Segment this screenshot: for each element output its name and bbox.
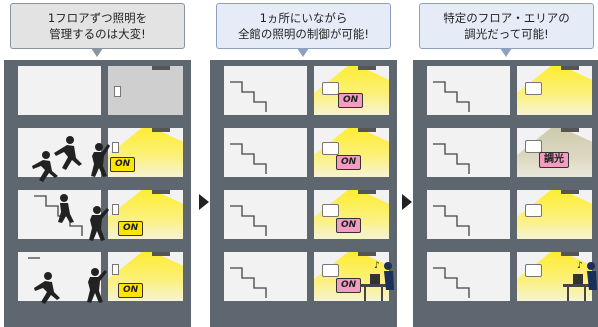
worker-at-desk-icon: ♪ [563, 261, 597, 301]
running-person-icon [34, 272, 60, 304]
office-room-lit: ON [108, 128, 183, 177]
bubble-text-line2: 管理するのは大変! [49, 27, 146, 41]
stair-room [18, 190, 101, 239]
building-cross-section: ON ON ON ON [210, 60, 397, 327]
speech-bubble-tail [297, 48, 309, 57]
ceiling-light-on [358, 128, 376, 132]
ceiling-light-on [358, 190, 376, 194]
stair-room [18, 66, 101, 115]
on-label: ON [118, 221, 144, 236]
wireless-receiver-icon [525, 82, 542, 95]
worker-at-desk-icon: ♪ [360, 261, 394, 301]
office-room-lit: ON [314, 66, 389, 115]
office-room-lit: ON [314, 190, 389, 239]
svg-text:♪: ♪ [374, 261, 380, 271]
office-room-lit: ON [108, 190, 183, 239]
svg-text:♪: ♪ [577, 261, 583, 271]
ceiling-light-on [152, 190, 170, 194]
wireless-receiver-icon [322, 204, 339, 217]
speech-bubble-tail [500, 48, 512, 57]
bubble-text-line1: 1ヵ所にいながら [259, 11, 348, 25]
office-room-dimmed: 調光 [517, 128, 592, 177]
ceiling-light-on [152, 252, 170, 256]
bubble-text-line1: 1フロアずつ照明を [47, 11, 148, 25]
panel-area-dimming: 特定のフロア・エリアの 調光だって可能! 調光 [413, 0, 598, 327]
on-label: ON [110, 157, 136, 172]
person-on-stairs-icon [58, 194, 74, 223]
speech-bubble-tail [91, 48, 103, 57]
wireless-receiver-icon [525, 140, 542, 153]
next-step-arrow-icon [199, 194, 209, 210]
on-label: ON [336, 218, 362, 233]
stairs-and-people-illustration [28, 136, 110, 304]
wall-switch-icon [112, 204, 119, 215]
on-label: ON [336, 155, 362, 170]
building-cross-section: ON ON ON [4, 60, 191, 327]
next-step-arrow-icon [402, 194, 412, 210]
office-room-lit: ON [314, 128, 389, 177]
speech-bubble: 特定のフロア・エリアの 調光だって可能! [419, 3, 594, 49]
ceiling-light-on [561, 252, 579, 256]
wireless-receiver-icon [525, 264, 542, 277]
person-pressing-switch-icon [91, 143, 110, 177]
wall-switch-icon [114, 86, 121, 97]
ceiling-light-on [358, 252, 376, 256]
stair-room [18, 252, 101, 301]
panel-floor-by-floor: 1フロアずつ照明を 管理するのは大変! ON ON [4, 0, 191, 327]
office-room-lit [517, 190, 592, 239]
wireless-receiver-icon [322, 142, 339, 155]
ceiling-light-on [561, 66, 579, 70]
stairs-and-worker-illustration: ♪ [230, 81, 394, 301]
wireless-receiver-icon [525, 204, 542, 217]
dimming-label: 調光 [539, 152, 569, 168]
bubble-text-line2: 全館の照明の制御が可能! [237, 27, 370, 41]
person-pressing-switch-icon [89, 206, 109, 241]
office-room-lit [517, 66, 592, 115]
speech-bubble: 1フロアずつ照明を 管理するのは大変! [10, 3, 185, 49]
person-pressing-switch-icon [87, 268, 107, 303]
bubble-text-line2: 調光だって可能! [464, 27, 549, 41]
panel-central-control: 1ヵ所にいながら 全館の照明の制御が可能! ON ON ON [210, 0, 397, 327]
on-label: ON [118, 283, 144, 298]
stairs-and-worker-illustration: ♪ [433, 81, 597, 301]
wireless-receiver-icon [322, 264, 339, 277]
wall-switch-icon [112, 142, 119, 153]
speech-bubble: 1ヵ所にいながら 全館の照明の制御が可能! [216, 3, 391, 49]
ceiling-light-on [152, 128, 170, 132]
office-room-dark [108, 66, 183, 115]
bubble-text-line1: 特定のフロア・エリアの [443, 11, 570, 25]
running-person-icon [54, 136, 82, 170]
running-person-icon [32, 151, 58, 182]
office-room-lit: ON [108, 252, 183, 301]
ceiling-light-on [358, 66, 376, 70]
building-cross-section: 調光 ♪ [413, 60, 598, 327]
ceiling-light-on [561, 190, 579, 194]
ceiling-light-off [152, 66, 170, 70]
wireless-receiver-icon [322, 82, 339, 95]
on-label: ON [338, 93, 364, 108]
ceiling-light-dimmed [561, 128, 579, 132]
wall-switch-icon [112, 264, 119, 275]
